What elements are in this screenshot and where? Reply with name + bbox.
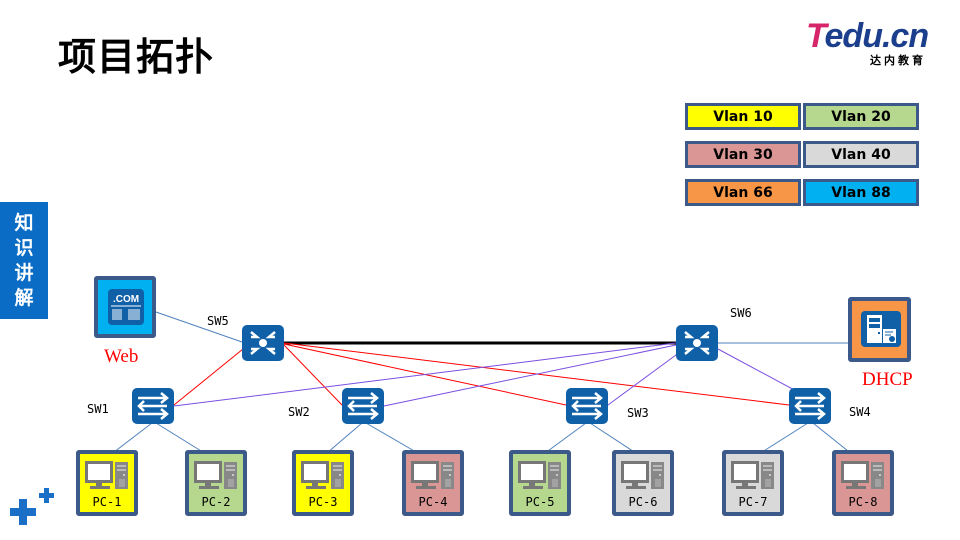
sw2-label: SW2 — [288, 405, 310, 419]
side-tab-char: 知 — [14, 211, 34, 234]
web-server[interactable]: .COM — [94, 276, 156, 338]
access-switch-sw2[interactable] — [342, 388, 384, 424]
link-sw5-sw2 — [283, 344, 343, 406]
pc-computer-icon — [194, 461, 237, 489]
pc-computer-icon — [301, 461, 344, 489]
pc-computer-icon — [411, 461, 454, 489]
access-switch-sw3[interactable] — [566, 388, 608, 424]
pc-label: PC-8 — [848, 495, 878, 509]
l3-switch-icon — [676, 325, 718, 361]
link-sw6-sw1 — [173, 342, 677, 407]
logo-rest: edu.cn — [824, 17, 930, 55]
web-badge-text: .COM — [113, 294, 139, 305]
pc-1[interactable]: PC-1 — [76, 450, 138, 516]
pc-label: PC-7 — [738, 495, 768, 509]
legend-vlan-20: Vlan 20 — [803, 103, 919, 130]
dhcp-label: DHCP — [862, 369, 913, 390]
logo-t: T — [806, 17, 825, 55]
pc-4[interactable]: PC-4 — [402, 450, 464, 516]
link-sw6-sw2 — [383, 344, 677, 407]
sw6-label: SW6 — [730, 306, 752, 320]
pc-computer-icon — [841, 461, 884, 489]
plus-decoration-icon — [10, 488, 54, 525]
pc-6[interactable]: PC-6 — [612, 450, 674, 516]
pc-computer-icon — [621, 461, 664, 489]
side-tab-knowledge: 知 识 讲 解 — [0, 202, 48, 319]
l2-switch-icon — [789, 388, 831, 424]
l2-switch-icon — [566, 388, 608, 424]
sw5-label: SW5 — [207, 314, 229, 328]
legend-vlan-10: Vlan 10 — [685, 103, 801, 130]
access-switch-sw1[interactable] — [132, 388, 174, 424]
pc-label: PC-3 — [308, 495, 338, 509]
legend-vlan-30: Vlan 30 — [685, 141, 801, 168]
core-switch-sw6[interactable] — [676, 325, 718, 361]
pc-label: PC-1 — [92, 495, 122, 509]
pc-label: PC-2 — [201, 495, 231, 509]
pc-computer-icon — [731, 461, 774, 489]
side-tab-char: 解 — [14, 286, 34, 309]
link-web-sw5 — [155, 311, 243, 343]
web-label: Web — [104, 346, 139, 367]
l2-switch-icon — [342, 388, 384, 424]
side-tab-char: 讲 — [14, 261, 34, 284]
link-sw5-sw1 — [173, 348, 244, 406]
access-switch-sw4[interactable] — [789, 388, 831, 424]
logo-subtitle: 达内教育 — [870, 54, 926, 67]
pc-computer-icon — [85, 461, 128, 489]
legend-vlan-88: Vlan 88 — [803, 179, 919, 206]
legend-vlan-66: Vlan 66 — [685, 179, 801, 206]
l3-switch-icon — [242, 325, 284, 361]
pc-2[interactable]: PC-2 — [185, 450, 247, 516]
web-domain-icon: .COM — [108, 289, 144, 325]
l2-switch-icon — [132, 388, 174, 424]
dhcp-server[interactable] — [848, 297, 911, 362]
logo-wordmark: Tedu.cn — [806, 17, 930, 55]
sw1-label: SW1 — [87, 402, 109, 416]
page-title: 项目拓扑 — [58, 35, 215, 79]
tedu-logo: Tedu.cn 达内教育 — [800, 18, 940, 68]
legend-vlan-40: Vlan 40 — [803, 141, 919, 168]
link-sw6-sw3 — [607, 351, 681, 406]
sw3-label: SW3 — [627, 406, 649, 420]
pc-label: PC-4 — [418, 495, 448, 509]
side-tab-char: 识 — [14, 236, 34, 259]
pc-8[interactable]: PC-8 — [832, 450, 894, 516]
pc-7[interactable]: PC-7 — [722, 450, 784, 516]
pc-3[interactable]: PC-3 — [292, 450, 354, 516]
sw4-label: SW4 — [849, 405, 871, 419]
pc-label: PC-5 — [525, 495, 555, 509]
core-switch-sw5[interactable] — [242, 325, 284, 361]
pc-5[interactable]: PC-5 — [509, 450, 571, 516]
pc-label: PC-6 — [628, 495, 658, 509]
pc-computer-icon — [518, 461, 561, 489]
dhcp-server-icon — [861, 311, 901, 347]
link-sw6-sw4 — [717, 348, 801, 394]
